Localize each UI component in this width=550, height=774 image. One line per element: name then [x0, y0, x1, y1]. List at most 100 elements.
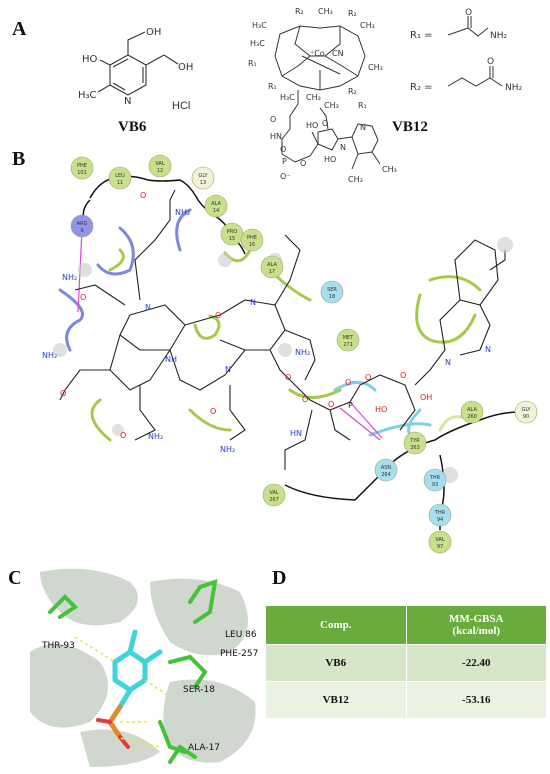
ligand-o-e: O	[210, 407, 216, 416]
vb6-structure: OH HO OH H₃C N	[78, 27, 193, 107]
ligand-o-d: O	[120, 431, 126, 440]
vb12-cn: CN	[332, 49, 344, 58]
residue-number: 12	[157, 168, 163, 174]
header-mmgbsa-line2: (kcal/mol)	[452, 625, 501, 637]
r1-nh2: NH₂	[490, 31, 508, 41]
ligand-nh2-d: NH₂	[148, 432, 163, 441]
vb12-ch3-b: CH₃	[360, 21, 375, 30]
residue-name: GLY	[198, 173, 208, 179]
residue-name: LEU	[115, 173, 125, 179]
vb12-o-a: O	[270, 115, 276, 124]
ligand-o-a: O	[140, 191, 146, 200]
vb12-r1-c: R₁	[358, 101, 367, 110]
ligand-o-minus: O⁻	[345, 378, 356, 387]
residue-disc	[260, 255, 284, 279]
residue-name: THR	[434, 510, 446, 516]
vb12-co: ⁺Co	[310, 49, 325, 58]
residue-name: VAL	[435, 537, 445, 543]
header-mmgbsa-line1: MM-GBSA	[449, 613, 504, 625]
residue-disc	[336, 328, 360, 352]
ligand-n-c: N	[225, 365, 231, 374]
residue-number: 16	[249, 242, 255, 248]
residue-number: 11	[117, 180, 123, 186]
ligand-n-d: N	[445, 358, 451, 367]
mmgbsa-table: Comp. MM-GBSA (kcal/mol) VB6 -22.40 VB12…	[265, 605, 547, 719]
ligand-o-g: O	[285, 373, 291, 382]
label-ala-17: ALA-17	[188, 743, 220, 753]
vb12-o-b: O	[322, 119, 328, 128]
residue-name: ALA	[267, 262, 277, 268]
residue-disc	[423, 468, 447, 492]
residue-disc	[204, 194, 228, 218]
residue-disc	[108, 166, 132, 190]
residue-disc	[428, 503, 452, 527]
ligand-p: P	[348, 401, 353, 410]
vb12-o-c: O	[300, 159, 306, 168]
residue-name: SER	[327, 287, 337, 293]
vb12-o-d: O	[280, 145, 286, 154]
residue-disc	[240, 228, 264, 252]
ligand-hn: HN	[290, 429, 302, 438]
residue-disc	[428, 530, 452, 554]
residue-number: 93	[432, 482, 438, 488]
panel-letter-c: C	[8, 567, 23, 589]
residue-number: 90	[523, 414, 529, 420]
docking-pose-3d: THR-93 LEU 86 PHE-257 SER-18 ALA-17	[20, 562, 265, 770]
row-comp: VB12	[265, 681, 407, 719]
residue-disc	[262, 483, 286, 507]
residue-number: 264	[381, 472, 391, 478]
r2-o: O	[487, 57, 494, 67]
ligand-n-a: N	[145, 303, 151, 312]
table-row: VB12 -53.16	[265, 681, 547, 719]
vb12-h3c-a: H₃C	[252, 21, 267, 30]
vb12-ho-b: HO	[324, 155, 336, 164]
ligand-o-c: O	[60, 389, 66, 398]
label-ser-18: SER-18	[183, 685, 215, 695]
vb6-hcl: HCl	[172, 100, 191, 112]
panel-letter-b: B	[12, 148, 26, 170]
residue-number: 271	[343, 342, 353, 348]
residue-name: VAL	[155, 161, 165, 167]
ligand-o-f: O	[302, 395, 308, 404]
ligand-nh2-e: NH₂	[220, 445, 235, 454]
residue-name: PRO	[227, 229, 237, 235]
ligand-o-j: O	[400, 371, 406, 380]
residue-disc	[374, 458, 398, 482]
row-value: -22.40	[405, 644, 547, 682]
ligand-nh2-b: NH₂	[62, 273, 77, 282]
vb12-r2-a: R₂	[295, 7, 304, 16]
vb6-h3c: H₃C	[78, 90, 97, 101]
vb6-ho-left: HO	[82, 54, 98, 65]
ligand-nh2-c: NH₂	[42, 351, 57, 360]
residue-name: VAL	[269, 490, 279, 496]
vb12-ch3-c: CH₃	[368, 63, 383, 72]
r2-def: R₂ =	[410, 82, 433, 93]
residue-number: 263	[410, 445, 420, 451]
vb12-h3c-b: H₃C	[250, 39, 265, 48]
vb6-oh-right: OH	[178, 62, 193, 73]
vb12-hn: HN	[270, 132, 282, 141]
residue-name: PHE	[77, 163, 87, 169]
residue-name: PHE	[247, 235, 257, 241]
ligand-nh2-a: NH₂	[175, 208, 190, 217]
residue-name: ARG	[77, 221, 88, 227]
residue-name: GLY	[521, 407, 531, 413]
ligand-oh: OH	[420, 393, 432, 402]
residue-name: ASN	[381, 465, 392, 471]
residue-number: 101	[77, 170, 87, 176]
r1-def: R₁ =	[410, 30, 433, 41]
vb12-structure: R₂ CH₃ R₂ H₃C CH₃ H₃C ⁺Co CN R₁ CH₃ R₁ H…	[248, 7, 397, 184]
